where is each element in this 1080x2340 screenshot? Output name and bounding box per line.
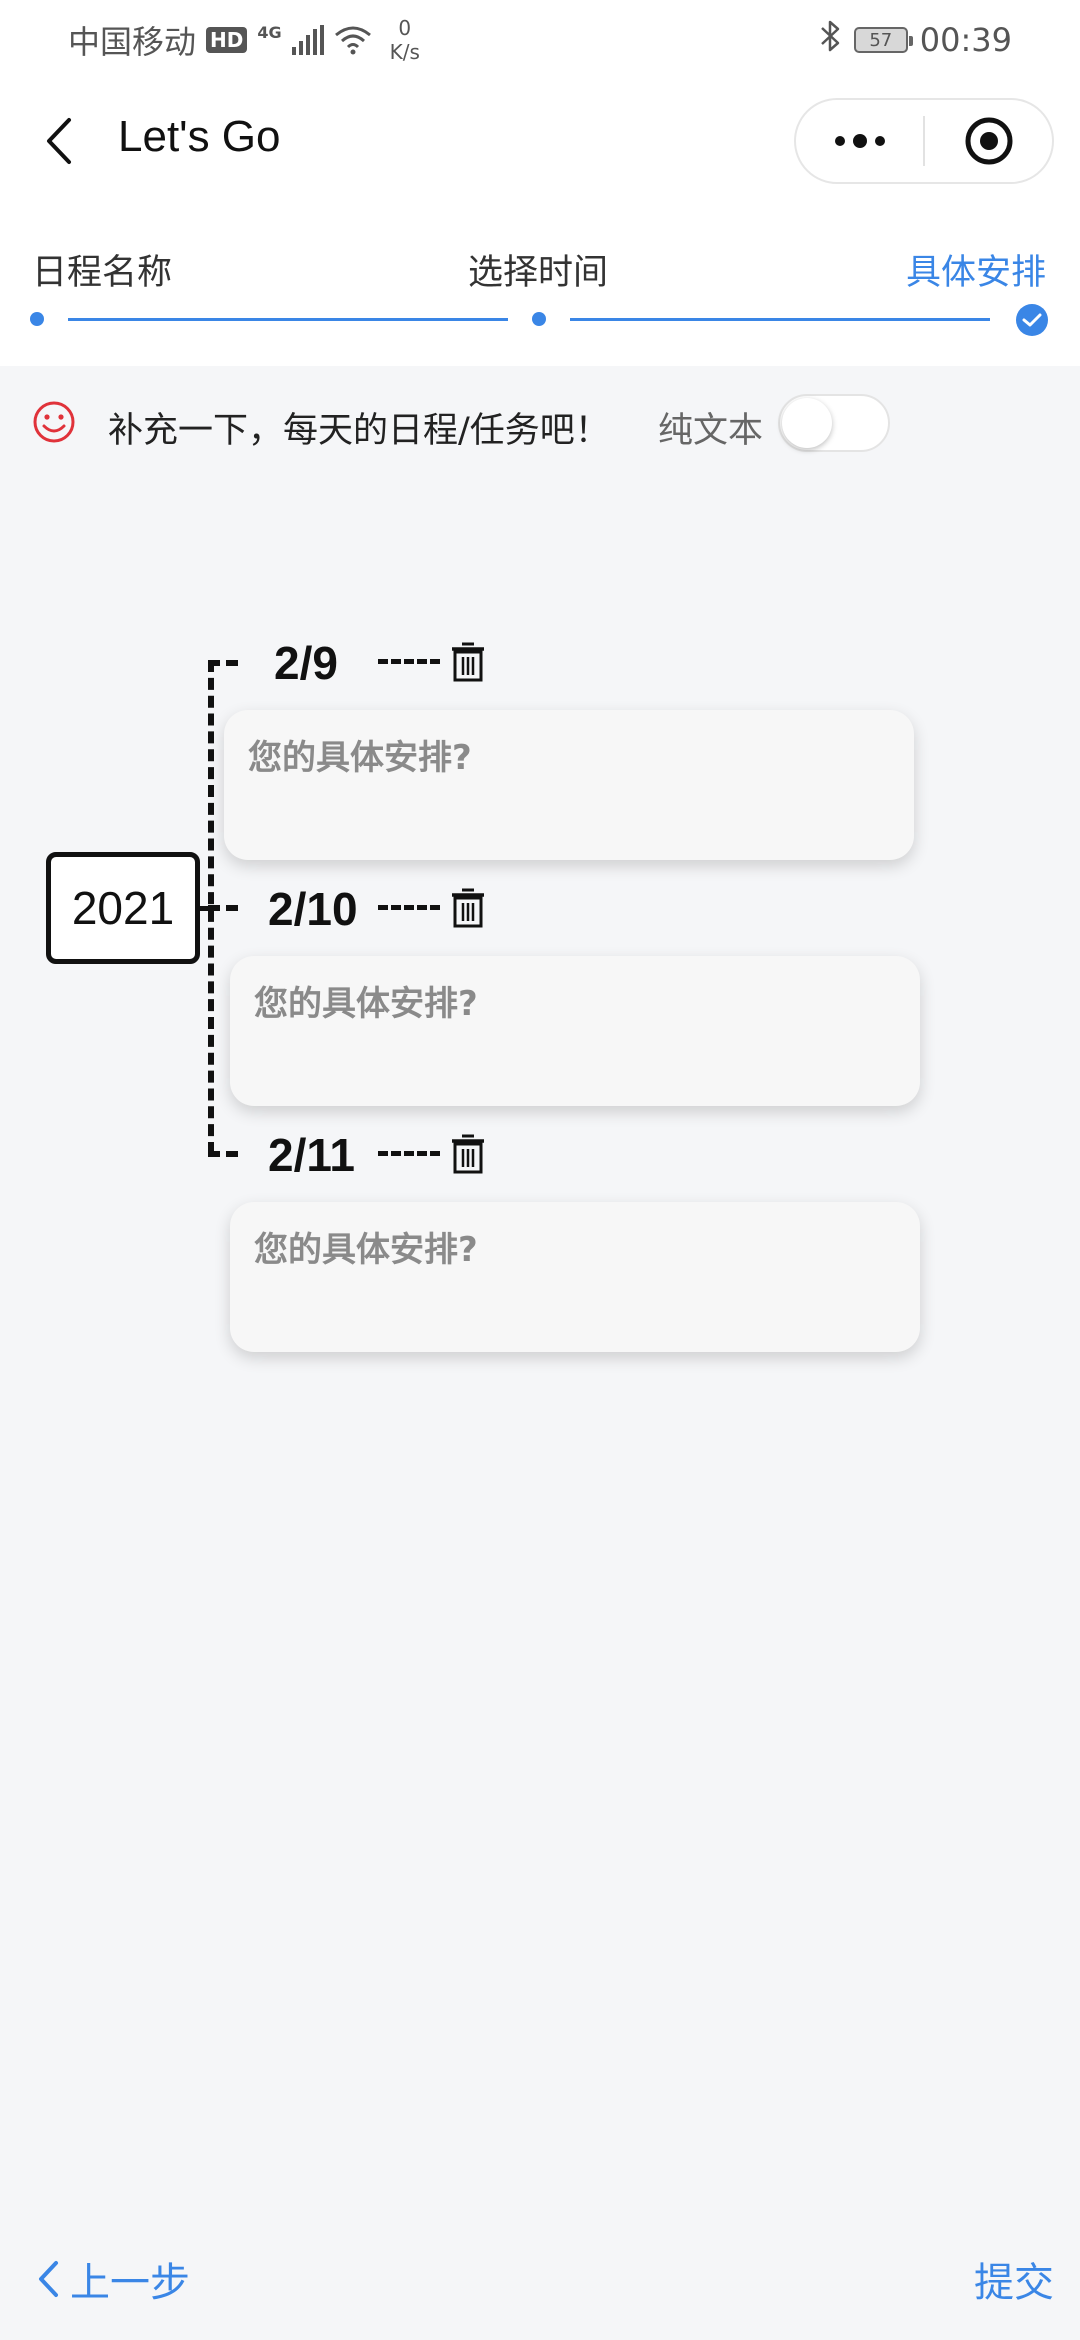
plan-card [224, 710, 914, 860]
date-dash [378, 659, 440, 664]
date-connector [208, 660, 238, 666]
battery-level: 57 [869, 29, 893, 51]
trash-icon [452, 642, 484, 682]
status-right: 57 00:39 [818, 18, 1012, 62]
toggle-knob [782, 398, 832, 448]
date-label: 2/9 [274, 637, 338, 689]
plain-text-label: 纯文本 [658, 411, 764, 451]
previous-step-label: 上一步 [70, 2260, 190, 2306]
step-label-1: 日程名称 [32, 253, 173, 293]
step-line-2 [570, 318, 990, 321]
hint-text: 补充一下，每天的日程/任务吧！ [108, 411, 610, 451]
plan-input[interactable] [254, 976, 894, 1086]
carrier-name: 中国移动 [68, 23, 197, 61]
plan-input[interactable] [254, 1222, 894, 1332]
year-connector [200, 906, 214, 911]
speed-unit: K/s [389, 40, 420, 64]
close-miniprogram-button[interactable] [925, 100, 1052, 182]
signal-icon [291, 25, 324, 55]
chevron-left-icon [47, 118, 71, 164]
smile-icon [32, 400, 76, 448]
date-connector [208, 905, 238, 911]
network-speed: 0 K/s [390, 16, 420, 64]
plain-text-toggle[interactable] [778, 394, 890, 452]
bluetooth-icon [818, 19, 842, 61]
plan-card [230, 956, 920, 1106]
year-label: 2021 [46, 852, 200, 964]
more-dots-icon [834, 134, 885, 148]
date-label: 2/10 [268, 883, 358, 935]
page-title: Let's Go [118, 112, 281, 161]
trash-icon [452, 888, 484, 928]
clock: 00:39 [919, 21, 1012, 59]
date-connector [208, 1151, 238, 1157]
submit-button[interactable]: 提交 [974, 2260, 1054, 2306]
back-button[interactable] [36, 110, 80, 172]
hd-badge: HD [206, 27, 248, 53]
capsule-divider [923, 116, 925, 166]
step-label-2: 选择时间 [468, 253, 609, 293]
plan-card [230, 1202, 920, 1352]
miniprogram-capsule [794, 98, 1054, 184]
delete-day-button[interactable] [450, 886, 486, 932]
status-left: 中国移动 HD 4G 0 K/s [68, 16, 420, 64]
chevron-left-icon [39, 2261, 58, 2297]
step-indicator: 日程名称 选择时间 具体安排 [0, 202, 1080, 366]
step-label-3: 具体安排 [906, 253, 1047, 293]
step-dot-2 [532, 312, 546, 326]
battery-icon: 57 [853, 27, 913, 53]
plan-input[interactable] [248, 730, 888, 840]
delete-day-button[interactable] [450, 640, 486, 686]
date-label: 2/11 [268, 1129, 355, 1181]
step-dot-1 [30, 312, 44, 326]
more-button[interactable] [796, 100, 923, 182]
step-line-1 [68, 318, 508, 321]
nav-bar: Let's Go [0, 80, 1080, 202]
speed-value: 0 [398, 16, 412, 40]
network-type: 4G [257, 22, 282, 42]
date-dash [378, 905, 440, 910]
delete-day-button[interactable] [450, 1132, 486, 1178]
trash-icon [452, 1134, 484, 1174]
check-circle-icon [1016, 304, 1048, 336]
status-bar: 中国移动 HD 4G 0 K/s 57 00:39 [0, 0, 1080, 80]
hint-row: 补充一下，每天的日程/任务吧！ 纯文本 [0, 366, 1080, 482]
date-dash [378, 1151, 440, 1156]
previous-step-button[interactable]: 上一步 [36, 2252, 190, 2306]
wifi-icon [334, 25, 372, 55]
record-circle-icon [965, 117, 1012, 165]
